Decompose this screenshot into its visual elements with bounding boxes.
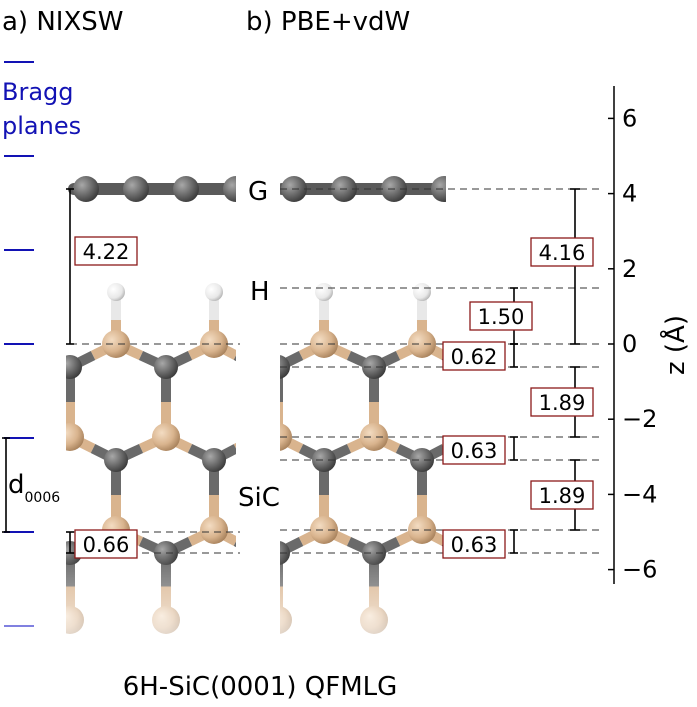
carbon-atom xyxy=(73,176,99,202)
value-box-nixsw-graphene: 4.22 xyxy=(74,236,138,266)
hydrogen-atom xyxy=(205,283,223,301)
bottom-fade xyxy=(60,555,460,665)
carbon-atom xyxy=(104,448,128,472)
value-box-pbe-hydrogen: 1.50 xyxy=(469,301,533,331)
hydrogen-atom xyxy=(315,283,333,301)
panel-b-title: b) PBE+vdW xyxy=(246,7,410,37)
silicon-atom xyxy=(152,423,180,451)
z-axis: 6 4 2 0 −2 −4 −6 z (Å) xyxy=(608,86,691,584)
svg-text:1.89: 1.89 xyxy=(539,391,586,415)
value-box-pbe-bilayer2: 1.89 xyxy=(530,480,594,510)
axis-tick-label: 0 xyxy=(622,330,637,358)
svg-text:4.22: 4.22 xyxy=(83,240,130,264)
silicon-atom xyxy=(280,423,292,451)
svg-text:1.89: 1.89 xyxy=(539,484,586,508)
dashed-reference-lines xyxy=(70,188,600,554)
d0006-label: d0006 xyxy=(8,470,60,506)
svg-text:1.50: 1.50 xyxy=(478,305,525,329)
silicon-atom xyxy=(66,423,84,451)
axis-tick-label: 2 xyxy=(622,255,637,283)
dimension-bracket xyxy=(510,436,518,461)
axis-tick-label: 4 xyxy=(622,180,637,208)
z-axis-label: z (Å) xyxy=(659,315,691,375)
silicon-atom xyxy=(360,423,388,451)
label-sic: SiC xyxy=(238,483,280,513)
carbon-atom xyxy=(410,448,434,472)
silicon-atom xyxy=(244,423,272,451)
svg-text:0.63: 0.63 xyxy=(451,439,498,463)
bragg-plane-lines xyxy=(4,61,34,627)
silicon-atom xyxy=(408,516,436,544)
silicon-atom xyxy=(310,516,338,544)
carbon-atom xyxy=(123,176,149,202)
carbon-atom xyxy=(202,448,226,472)
axis-tick-label: 6 xyxy=(622,104,637,132)
carbon-atom xyxy=(154,355,178,379)
value-box-pbe-top: 0.62 xyxy=(442,341,506,371)
panel-a-title: a) NIXSW xyxy=(2,7,123,37)
svg-text:0.62: 0.62 xyxy=(451,345,498,369)
carbon-atom xyxy=(173,176,199,202)
value-box-pbe-mid: 0.63 xyxy=(442,435,506,465)
bragg-label-line1: Bragg xyxy=(2,78,74,106)
silicon-atom xyxy=(102,330,130,358)
label-graphene: G xyxy=(248,177,268,207)
axis-tick-label: −4 xyxy=(622,480,657,508)
dimension-bracket xyxy=(66,531,74,554)
value-box-pbe-graphene: 4.16 xyxy=(530,237,594,267)
carbon-atom xyxy=(246,355,270,379)
atom-structure-nixsw xyxy=(66,176,272,634)
carbon-atom xyxy=(312,448,336,472)
bragg-label-line2: planes xyxy=(2,112,81,140)
axis-tick-label: −2 xyxy=(622,405,657,433)
silicon-atom xyxy=(408,330,436,358)
value-box-pbe-bottom: 0.63 xyxy=(442,529,506,559)
svg-text:0.66: 0.66 xyxy=(83,533,130,557)
silicon-atom xyxy=(200,516,228,544)
carbon-atom xyxy=(223,176,236,202)
value-boxes: 4.22 0.66 4.16 1.50 0.62 1.89 0.63 1.89 xyxy=(74,236,594,559)
value-box-nixsw-bottom: 0.66 xyxy=(74,529,138,559)
svg-text:4.16: 4.16 xyxy=(539,241,586,265)
hydrogen-atom xyxy=(413,283,431,301)
carbon-atom xyxy=(362,355,386,379)
dimension-bracket xyxy=(2,437,10,533)
silicon-atom xyxy=(310,330,338,358)
caption: 6H-SiC(0001) QFMLG xyxy=(123,672,398,702)
axis-tick-label: −6 xyxy=(622,556,657,584)
dimension-bracket xyxy=(66,188,74,345)
svg-text:0.63: 0.63 xyxy=(451,533,498,557)
dimension-bracket xyxy=(510,529,518,554)
hydrogen-atom xyxy=(107,283,125,301)
carbon-atom xyxy=(66,355,82,379)
dimension-bracket xyxy=(510,343,518,368)
value-box-pbe-bilayer1: 1.89 xyxy=(530,387,594,417)
label-hydrogen: H xyxy=(250,277,270,307)
